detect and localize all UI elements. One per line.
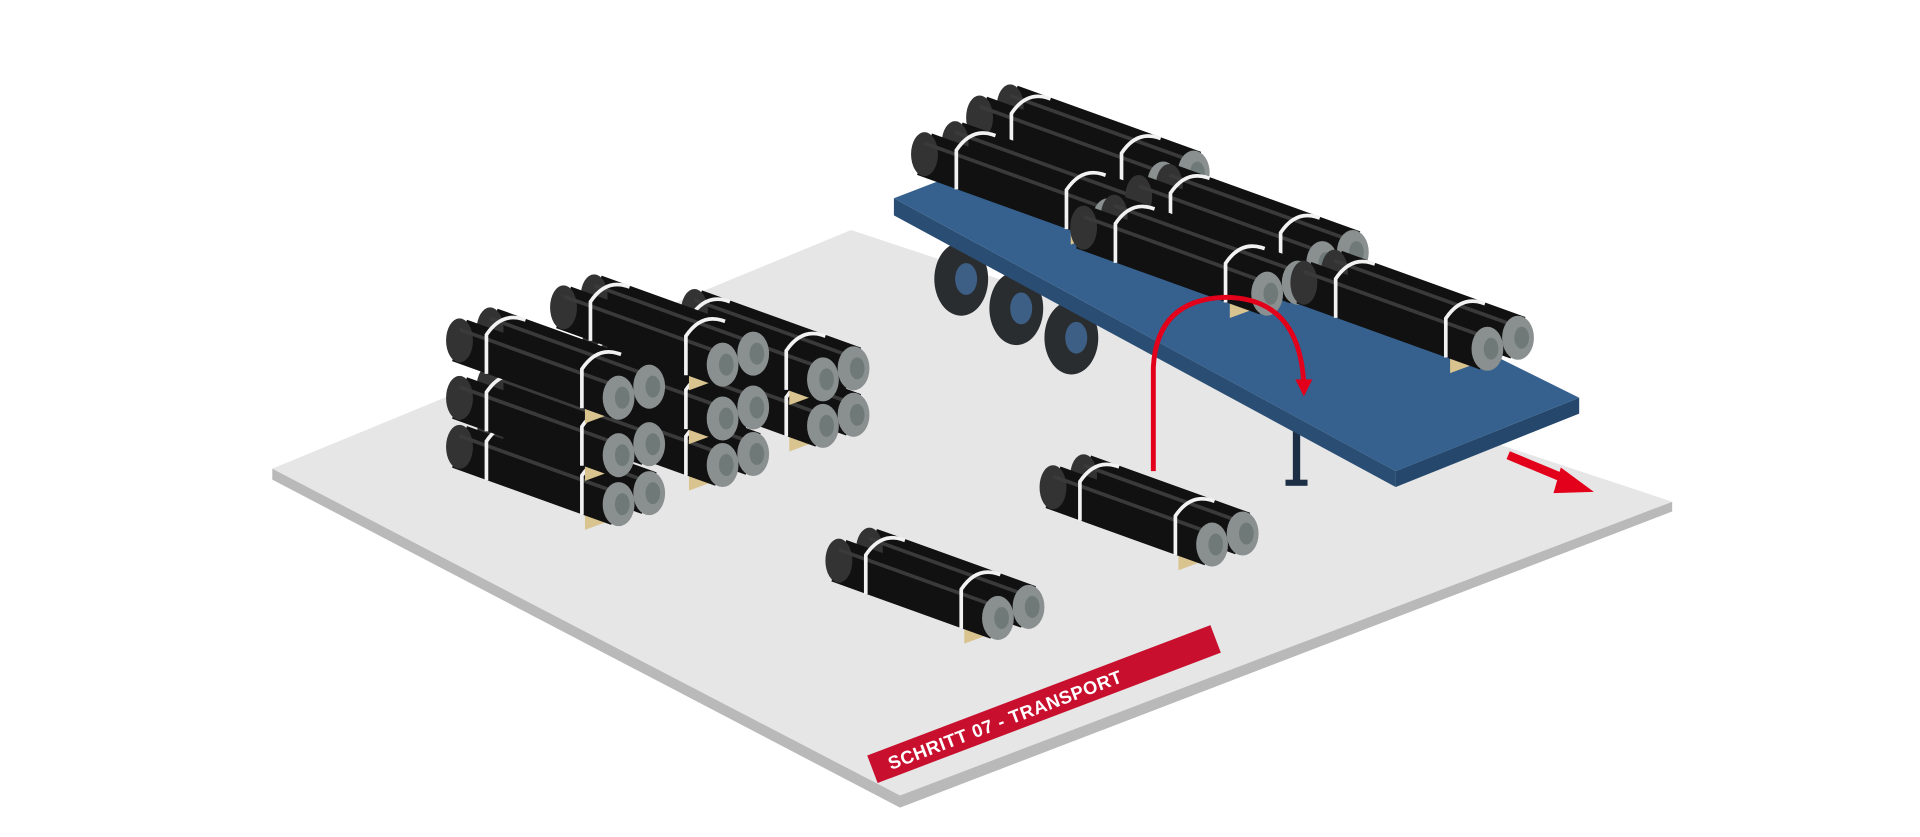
pipe-highlight xyxy=(868,536,1030,598)
pipe-core xyxy=(718,453,734,477)
pipe-core xyxy=(849,403,865,426)
pipe-core xyxy=(749,396,765,419)
strap xyxy=(784,331,826,390)
transfer-arrow-icon xyxy=(1150,294,1307,472)
pipe-core xyxy=(749,442,765,465)
wheel-hub xyxy=(955,263,978,295)
pipe-core xyxy=(718,353,734,376)
direction-arrowhead xyxy=(1553,467,1594,494)
strap xyxy=(580,350,622,409)
pipe-back-cap xyxy=(446,318,473,363)
step-label-background xyxy=(867,625,1221,783)
pipe-core xyxy=(614,386,630,409)
pipe-core xyxy=(614,493,630,516)
strap xyxy=(1173,496,1216,556)
pipe-highlight xyxy=(1113,203,1299,274)
pipe-highlight xyxy=(489,374,650,435)
wheel-hub xyxy=(1065,321,1088,354)
pipe-bundle-icon xyxy=(446,307,666,424)
pipe-core xyxy=(849,357,865,380)
strap xyxy=(1333,259,1376,318)
pipe-core xyxy=(994,606,1009,629)
pipe-back-cap xyxy=(550,285,577,330)
pipe-highlight xyxy=(1333,258,1519,329)
pipe-core xyxy=(1024,595,1040,618)
strap xyxy=(863,535,906,595)
pipe-core xyxy=(614,444,630,467)
strap xyxy=(1009,94,1052,153)
strap xyxy=(684,317,726,376)
pipe-core xyxy=(645,375,661,398)
pipe-highlight xyxy=(693,298,855,360)
pipe-core xyxy=(819,414,834,437)
strap xyxy=(1443,299,1486,358)
pipe-core xyxy=(645,433,661,456)
pipe-bundle-icon xyxy=(550,274,770,391)
pipe-core xyxy=(1239,522,1254,545)
pipe-core xyxy=(749,342,765,365)
pipe-back-cap xyxy=(1290,260,1318,305)
landing-foot xyxy=(1285,479,1308,486)
pipe-bundle-icon xyxy=(1070,194,1314,319)
strap xyxy=(1119,134,1162,193)
pipe-core xyxy=(1263,282,1279,305)
strap xyxy=(959,570,1001,629)
pipe-core xyxy=(819,368,834,391)
pipe-core xyxy=(1208,533,1224,556)
strap xyxy=(1078,462,1120,521)
wheel-hub xyxy=(1010,292,1033,325)
strap xyxy=(954,131,997,190)
pipe-highlight xyxy=(489,316,650,378)
arrows xyxy=(1150,294,1594,494)
pipe-back-cap xyxy=(446,375,473,420)
pipe-highlight xyxy=(1009,93,1195,164)
pipe-highlight xyxy=(954,130,1140,200)
pipe-core xyxy=(645,482,661,505)
pipe-highlight xyxy=(1168,173,1354,243)
pipe-bundle-icon xyxy=(1039,454,1259,571)
pipe-core xyxy=(1514,326,1530,349)
strap xyxy=(1064,170,1107,230)
pipe-core xyxy=(718,407,734,430)
strap xyxy=(1278,213,1321,272)
strap xyxy=(484,315,527,374)
pipe-back-cap xyxy=(1070,205,1098,250)
pipe-highlight xyxy=(1082,463,1244,525)
pipe-back-cap xyxy=(825,538,853,583)
landing-leg xyxy=(1292,422,1301,484)
pipe-bundles xyxy=(446,84,1534,644)
pipe-highlight xyxy=(593,283,754,345)
trailer-deck-side xyxy=(893,198,1396,488)
pipe-bundle-icon xyxy=(825,527,1045,644)
pipe-back-cap xyxy=(911,132,938,177)
strap xyxy=(1223,244,1266,303)
strap xyxy=(1113,204,1156,263)
pipe-bundle-icon xyxy=(1125,163,1369,288)
transfer-arrowhead xyxy=(1295,379,1313,397)
trailer-deck-front xyxy=(1395,397,1580,488)
pipe-back-cap xyxy=(1039,465,1067,510)
pipe-bundle-icon xyxy=(1290,249,1534,374)
pipe-core xyxy=(1483,337,1499,360)
strap xyxy=(588,282,631,341)
strap xyxy=(1168,174,1211,233)
pipe-back-cap xyxy=(446,424,473,469)
